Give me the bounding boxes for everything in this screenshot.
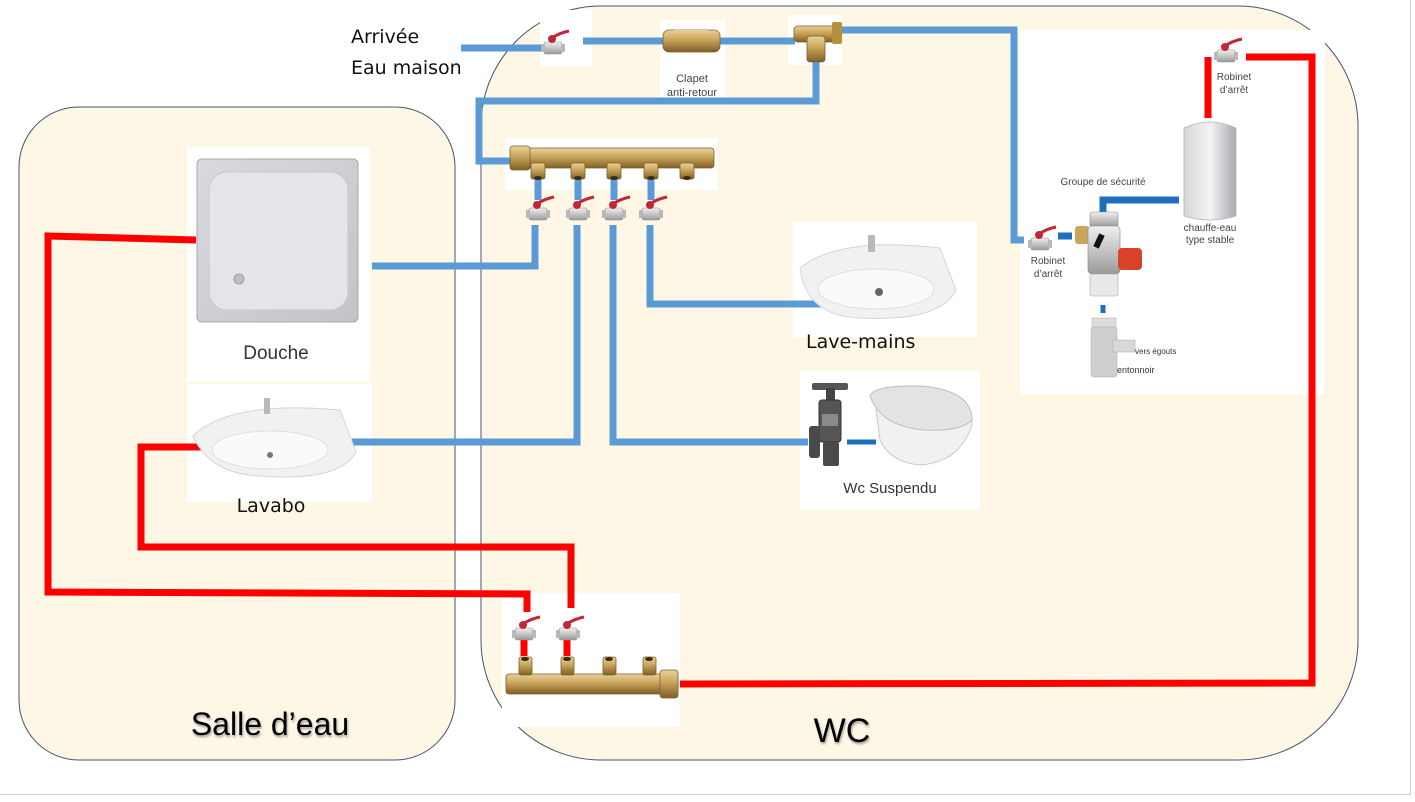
slide-right-edge — [1410, 0, 1411, 795]
inlet-label-2: Eau maison — [351, 57, 462, 79]
hot-pipe-heater-manifold — [679, 53, 1316, 688]
room-label-wc: WC — [814, 712, 871, 750]
groupe-securite-label: Groupe de sécurité — [1060, 177, 1145, 188]
water-heater-icon — [1183, 121, 1237, 221]
lave-mains-label: Lave-mains — [806, 331, 915, 353]
wc-suspendu-icon — [869, 385, 973, 466]
room-label-salle-eau: Salle d’eau — [191, 706, 349, 742]
cold-pipe-lavabo — [352, 225, 581, 446]
wc-suspendu-label: Wc Suspendu — [843, 480, 936, 497]
lave-mains-icon — [799, 235, 957, 319]
hot-manifold-icon — [505, 656, 679, 699]
tee-fitting-icon — [793, 22, 842, 63]
slide-bottom-edge — [0, 794, 1411, 795]
lavabo-label: Lavabo — [237, 495, 306, 517]
cold-pipe-lave-mains — [646, 225, 822, 308]
hot-pipe-douche — [44, 232, 531, 612]
shower-tray-icon — [196, 158, 359, 323]
vers-egouts-label: vers égouts — [1135, 347, 1176, 356]
clapet-label-1: Clapet — [676, 73, 708, 85]
lavabo-icon — [192, 398, 357, 478]
chauffe-eau-label-1: chauffe-eau — [1184, 223, 1237, 234]
hot-stop-valve-label-2: d’arrêt — [1220, 85, 1249, 96]
entonnoir-label: entonnoir — [1117, 365, 1155, 375]
hot-pipe-lavabo — [137, 443, 575, 608]
security-group-pipes — [847, 196, 1179, 445]
clapet-anti-retour-icon — [662, 29, 721, 53]
cold-water-pipes — [352, 26, 1024, 446]
funnel-drain-icon — [1090, 317, 1136, 378]
douche-label: Douche — [243, 343, 309, 364]
cold-pipe-wc — [609, 225, 808, 446]
security-group-icon — [1075, 211, 1142, 297]
hot-stop-valve-label-1: Robinet — [1217, 72, 1252, 83]
chauffe-eau-panel — [1020, 30, 1325, 394]
inlet-label-1: Arrivée — [351, 26, 419, 48]
cold-pipe-douche — [372, 225, 539, 270]
chauffe-eau-label-2: type stable — [1186, 235, 1235, 246]
cold-manifold-icon — [509, 145, 715, 180]
cold-stop-valve-label-2: d’arrêt — [1034, 269, 1063, 280]
hot-water-pipes — [44, 53, 1316, 688]
cold-pipe-tee-manifold — [475, 62, 820, 165]
clapet-label-2: anti-retour — [667, 87, 717, 99]
wc-angle-valve-icon — [809, 383, 848, 466]
cold-pipe-tee-heater — [840, 26, 1024, 244]
cold-stop-valve-label-1: Robinet — [1031, 256, 1066, 267]
